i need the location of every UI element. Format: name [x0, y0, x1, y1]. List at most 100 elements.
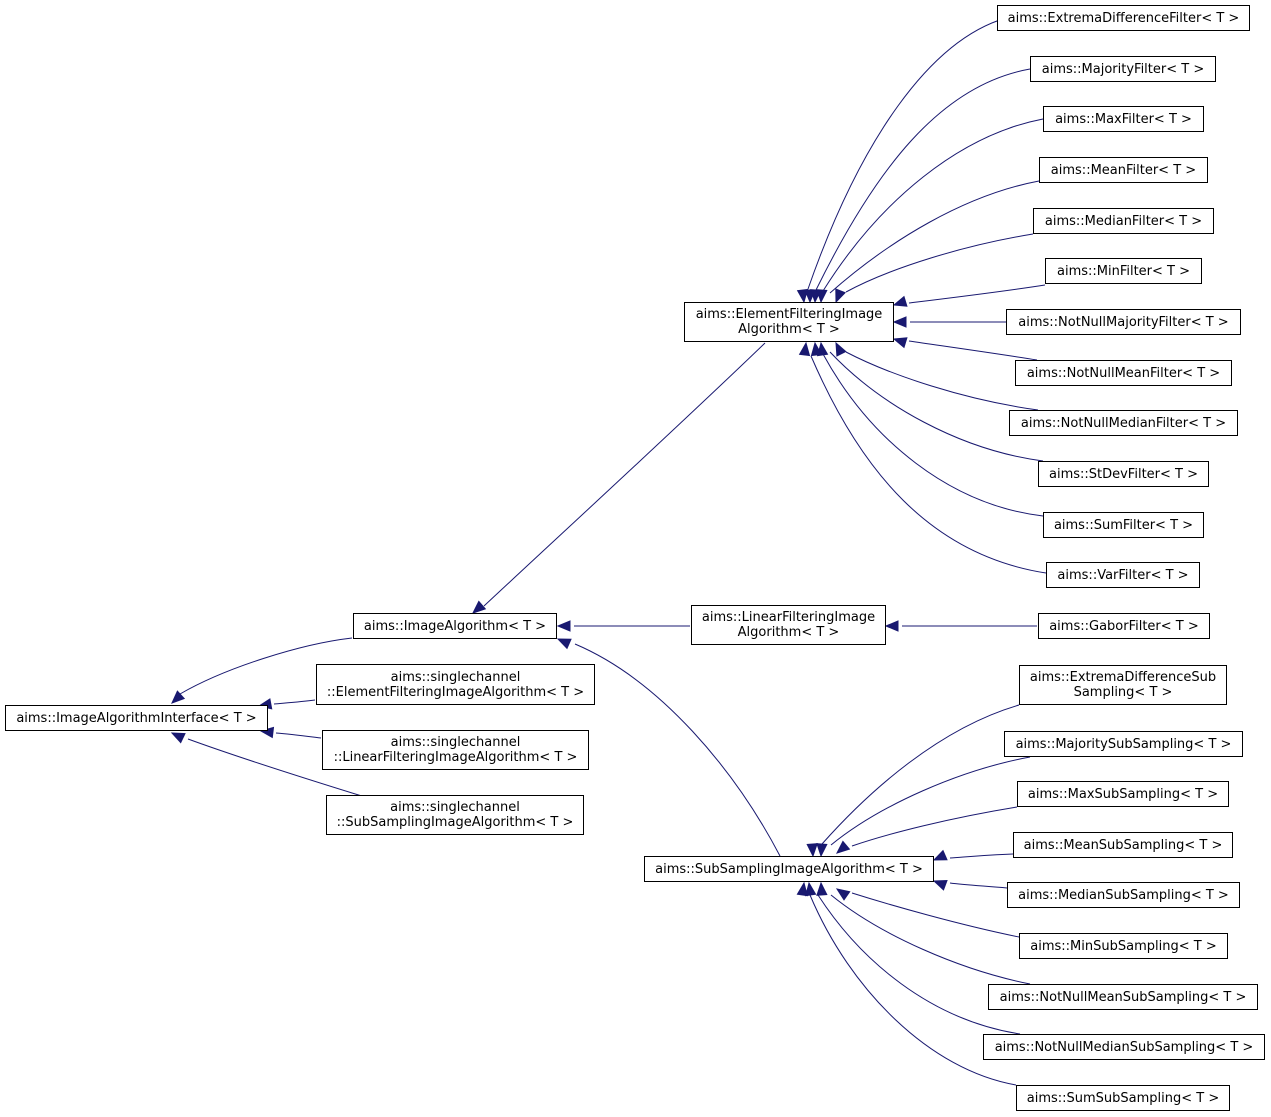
edge-line — [273, 699, 316, 705]
class-label: aims::ExtremaDifferenceFilter< T > — [1007, 10, 1240, 26]
class-box-min-sub-sampling[interactable]: aims::MinSubSampling< T > — [1019, 933, 1228, 959]
class-box-gabor-filter[interactable]: aims::GaborFilter< T > — [1038, 613, 1210, 639]
class-box-singlechannel-sub-sampling[interactable]: aims::singlechannel::SubSamplingImageAlg… — [326, 795, 584, 835]
edge-arrowhead-icon — [171, 690, 186, 704]
class-box-max-filter[interactable]: aims::MaxFilter< T > — [1043, 106, 1204, 132]
edge-arrowhead-icon — [892, 295, 908, 307]
class-label: aims::MeanSubSampling< T > — [1023, 837, 1223, 853]
class-label: aims::SumFilter< T > — [1053, 517, 1194, 533]
class-box-not-null-median-sub-sampling[interactable]: aims::NotNullMedianSubSampling< T > — [983, 1034, 1265, 1060]
inheritance-edge-sub_alg — [556, 638, 781, 857]
edge-line — [949, 853, 1014, 859]
class-box-not-null-median-filter[interactable]: aims::NotNullMedianFilter< T > — [1009, 410, 1238, 436]
class-label: aims::NotNullMedianSubSampling< T > — [994, 1039, 1254, 1055]
edge-arrowhead-icon — [170, 732, 186, 744]
edge-line — [179, 637, 353, 695]
edge-arrowhead-icon — [796, 288, 809, 304]
class-box-mean-sub-sampling[interactable]: aims::MeanSubSampling< T > — [1013, 832, 1233, 858]
class-label: aims::SubSamplingImageAlgorithm< T > — [655, 861, 923, 877]
class-box-mean-filter[interactable]: aims::MeanFilter< T > — [1039, 157, 1208, 183]
inheritance-edge-var_f — [798, 341, 1047, 574]
edge-line — [829, 351, 1044, 462]
class-label: aims::MedianSubSampling< T > — [1018, 887, 1229, 903]
class-box-extrema-difference-filter[interactable]: aims::ExtremaDifferenceFilter< T > — [997, 5, 1250, 31]
edge-line — [810, 355, 1047, 574]
edge-arrowhead-icon — [805, 881, 817, 897]
class-box-min-filter[interactable]: aims::MinFilter< T > — [1045, 258, 1202, 284]
class-label-line-1: aims::LinearFilteringImage — [701, 610, 876, 625]
edge-arrowhead-icon — [816, 289, 828, 304]
inheritance-edge-max_f — [810, 118, 1044, 304]
class-label-line-1: aims::singlechannel — [390, 800, 520, 815]
edge-arrowhead-icon — [835, 888, 851, 901]
class-box-not-null-majority-filter[interactable]: aims::NotNullMajorityFilter< T > — [1006, 309, 1241, 335]
inheritance-edge-nnmean_f — [892, 337, 1038, 361]
edge-arrowhead-icon — [798, 341, 811, 357]
class-label: aims::MinSubSampling< T > — [1030, 938, 1217, 954]
class-box-majority-filter[interactable]: aims::MajorityFilter< T > — [1030, 56, 1216, 82]
class-box-majority-sub-sampling[interactable]: aims::MajoritySubSampling< T > — [1004, 731, 1243, 757]
class-box-sub-sampling-image-algorithm[interactable]: aims::SubSamplingImageAlgorithm< T > — [644, 856, 934, 882]
inheritance-edge-median_s — [932, 879, 1008, 891]
class-label-line-2: Sampling< T > — [1073, 685, 1173, 700]
class-label: aims::StDevFilter< T > — [1048, 466, 1198, 482]
edge-line — [821, 704, 1020, 845]
edge-arrowhead-icon — [472, 600, 487, 614]
edge-arrowhead-icon — [892, 337, 908, 349]
class-label: aims::SumSubSampling< T > — [1026, 1090, 1220, 1106]
class-box-image-algorithm-interface[interactable]: aims::ImageAlgorithmInterface< T > — [5, 705, 268, 731]
class-box-not-null-mean-filter[interactable]: aims::NotNullMeanFilter< T > — [1015, 360, 1232, 386]
class-label: aims::MajorityFilter< T > — [1041, 61, 1205, 77]
class-box-stdev-filter[interactable]: aims::StDevFilter< T > — [1038, 461, 1209, 487]
edge-line — [949, 882, 1008, 889]
edge-arrowhead-icon — [835, 288, 846, 304]
edge-arrowhead-icon — [806, 843, 818, 858]
edge-arrowhead-icon — [556, 620, 571, 632]
class-label: aims::MaxSubSampling< T > — [1027, 786, 1219, 802]
class-box-singlechannel-linear-filtering[interactable]: aims::singlechannel::LinearFilteringImag… — [322, 730, 589, 770]
edge-line — [830, 894, 1031, 985]
edge-arrowhead-icon — [816, 881, 828, 896]
class-box-sum-sub-sampling[interactable]: aims::SumSubSampling< T > — [1016, 1085, 1230, 1111]
edge-arrowhead-icon — [892, 316, 907, 328]
class-label-line-1: aims::ElementFilteringImage — [695, 307, 883, 322]
inheritance-edge-max_s — [836, 806, 1018, 854]
inheritance-edge-image_alg — [171, 637, 353, 704]
class-box-not-null-mean-sub-sampling[interactable]: aims::NotNullMeanSubSampling< T > — [988, 984, 1258, 1010]
class-label: aims::MeanFilter< T > — [1050, 162, 1197, 178]
inheritance-edge-sum_s — [796, 881, 1017, 1086]
edge-line — [809, 894, 1017, 1086]
class-box-sum-filter[interactable]: aims::SumFilter< T > — [1043, 512, 1204, 538]
class-label-line-2: Algorithm< T > — [737, 625, 840, 640]
class-label-line-2: Algorithm< T > — [738, 322, 840, 337]
class-label: aims::NotNullMeanSubSampling< T > — [999, 989, 1247, 1005]
edge-line — [822, 353, 1044, 517]
inheritance-edge-nnmean_s — [816, 881, 1031, 985]
inheritance-edge-gabor_f — [884, 620, 1037, 632]
edge-arrowhead-icon — [884, 620, 899, 632]
class-box-image-algorithm[interactable]: aims::ImageAlgorithm< T > — [353, 613, 557, 639]
class-box-max-sub-sampling[interactable]: aims::MaxSubSampling< T > — [1017, 781, 1229, 807]
edge-arrowhead-icon — [835, 341, 847, 357]
class-label-line-1: aims::ExtremaDifferenceSub — [1029, 670, 1217, 685]
class-box-singlechannel-element-filtering[interactable]: aims::singlechannel::ElementFilteringIma… — [316, 664, 595, 705]
edge-arrowhead-icon — [796, 881, 808, 897]
class-label-line-1: aims::singlechannel — [390, 669, 521, 685]
inheritance-edge-nnmaj_f — [892, 316, 1006, 328]
class-box-median-sub-sampling[interactable]: aims::MedianSubSampling< T > — [1007, 882, 1240, 908]
edge-line — [817, 894, 1021, 1035]
class-label: aims::MaxFilter< T > — [1055, 111, 1192, 127]
edge-arrowhead-icon — [932, 879, 948, 891]
edge-line — [851, 806, 1018, 847]
inheritance-edge-min_s — [835, 888, 1020, 938]
edge-line — [822, 118, 1044, 292]
class-label: aims::MinFilter< T > — [1056, 263, 1191, 279]
class-box-var-filter[interactable]: aims::VarFilter< T > — [1046, 562, 1200, 588]
class-label-line-2: ::SubSamplingImageAlgorithm< T > — [336, 815, 574, 830]
inheritance-edge-sc_lin — [259, 726, 322, 739]
inheritance-edge-median_f — [835, 233, 1034, 304]
class-box-median-filter[interactable]: aims::MedianFilter< T > — [1033, 208, 1214, 234]
